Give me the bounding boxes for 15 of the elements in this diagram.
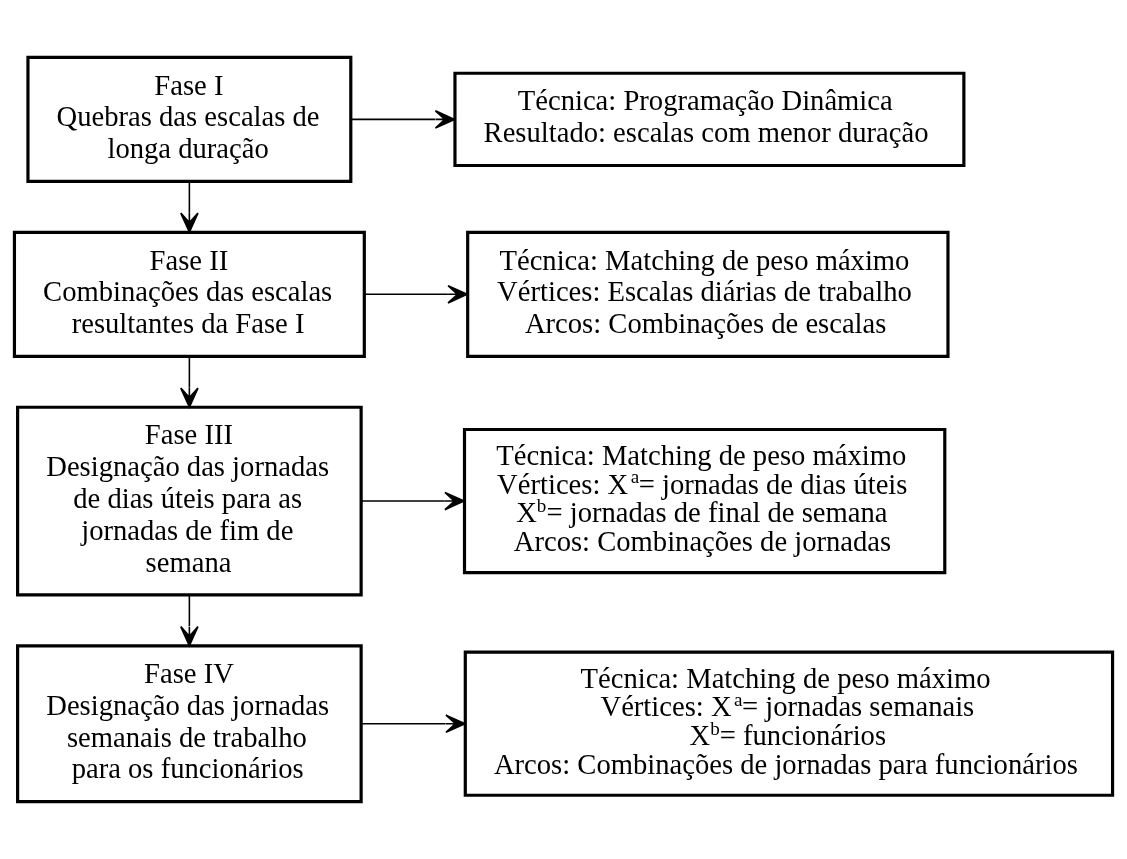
arrow bbox=[363, 284, 468, 304]
node-box: Técnica: Matching de peso máximo Vértices: X$^{a}$= jornadas de dias úteis X$^{b}$= jornadas de final de semana Arcos: Combinações de jornadas bbox=[462, 427, 947, 575]
node-box: Técnica: Matching de peso máximo Vértices: X$^{a}$= jornadas semanais X$^{b}$= funcionários Arcos: Combinações de jornadas para funcionários bbox=[463, 650, 1115, 797]
arrow bbox=[350, 110, 456, 129]
arrow bbox=[180, 594, 199, 647]
node-box: Técnica: Matching de peso máximo Vértices: Escalas diárias de trabalho Arcos: Combinações de escalas bbox=[466, 230, 950, 358]
node-box: Técnica: Programação Dinâmica Resultado: escalas com menor duração bbox=[453, 71, 966, 168]
node-box: Fase III Designação das jornadas de dias úteis para as jornadas de fim de semana bbox=[16, 405, 363, 597]
arrow bbox=[360, 714, 466, 734]
node-box: Fase II Combinações das escalas resultantes da Fase I bbox=[12, 230, 366, 358]
arrow bbox=[180, 180, 199, 233]
node-box: Fase IV Designação das jornadas semanais de trabalho para os funcionários bbox=[16, 644, 363, 804]
arrow bbox=[360, 491, 465, 511]
arrow bbox=[180, 355, 199, 408]
node-box: Fase I Quebras das escalas de longa duração bbox=[26, 55, 353, 183]
